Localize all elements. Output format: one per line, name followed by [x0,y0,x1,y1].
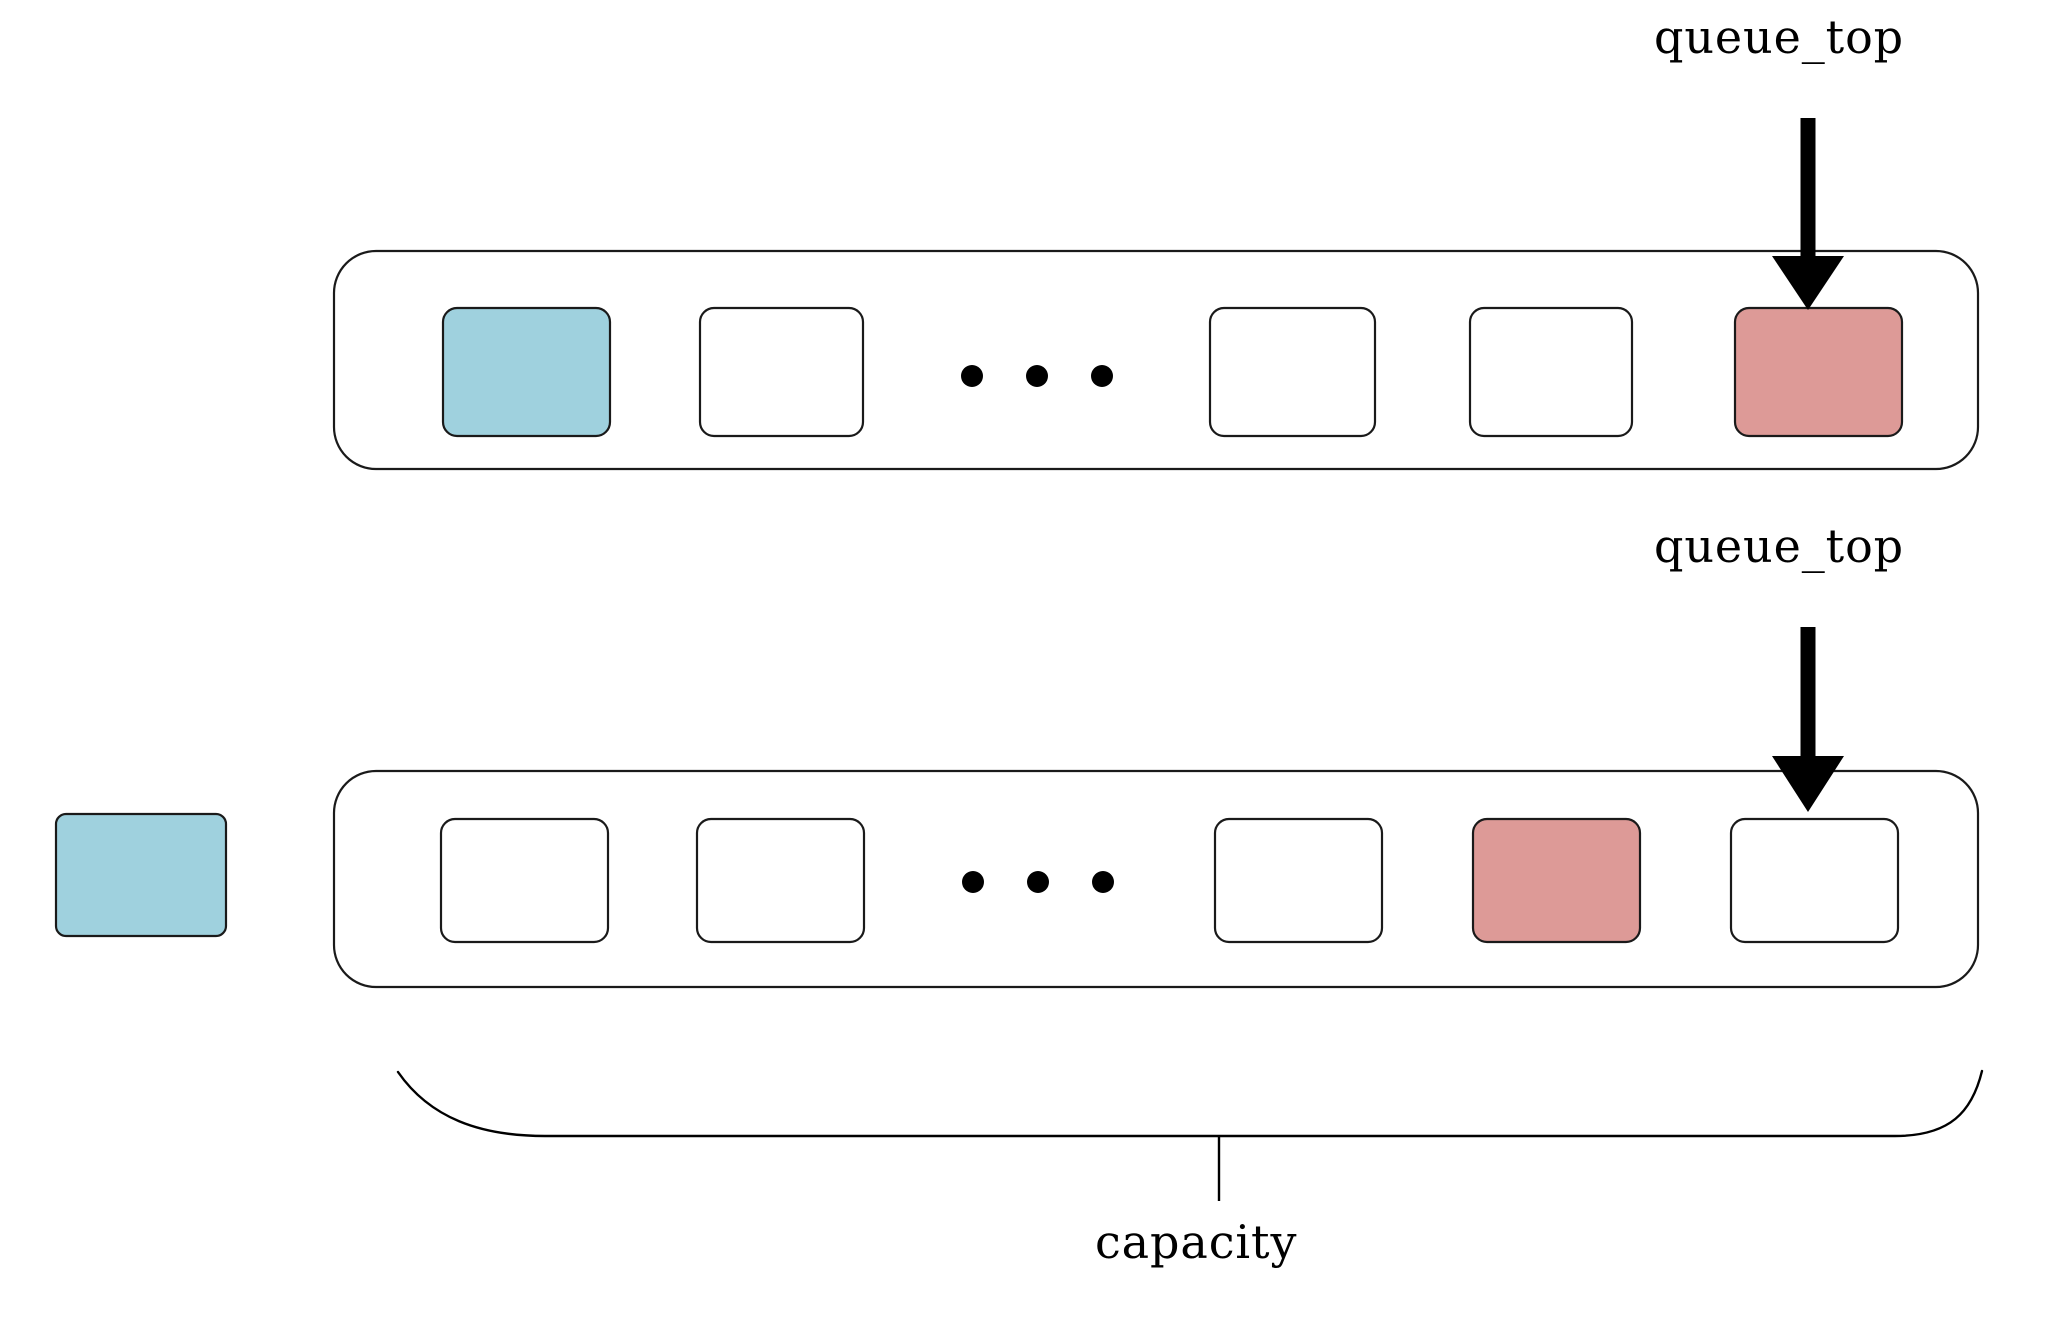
capacity-label: capacity [1095,1215,1298,1269]
queue-row-top-cell-3[interactable] [1208,306,1377,438]
queue-row-bottom-ellipsis [962,871,1114,893]
queue-top-label-top: queue_top [1654,10,1905,64]
queue-row-bottom-cell-4[interactable] [1471,817,1642,944]
queue-row-top-cell-0[interactable] [441,306,612,438]
queue-top-label-bottom: queue_top [1654,519,1905,573]
queue-row-top-group [332,118,1980,471]
queue-row-bottom-cell-3[interactable] [1213,817,1384,944]
queue-row-top-cell-4[interactable] [1468,306,1634,438]
capacity-brace [396,1069,1984,1201]
queue-row-bottom-group [332,627,1980,989]
queue-row-bottom-cell-0[interactable] [439,817,610,944]
queue-row-top-container [332,249,1980,471]
queue-top-arrow-bottom [1772,627,1844,812]
queue-row-top-cell-1[interactable] [698,306,865,438]
queue-row-bottom-cell-5[interactable] [1729,817,1900,944]
detached-blue-slot[interactable] [54,812,228,938]
queue-row-bottom-cell-1[interactable] [695,817,866,944]
queue-row-top-ellipsis [961,365,1113,387]
queue-row-bottom-container [332,769,1980,989]
queue-top-arrow-top [1772,118,1844,310]
queue-row-top-cell-5[interactable] [1733,306,1904,438]
